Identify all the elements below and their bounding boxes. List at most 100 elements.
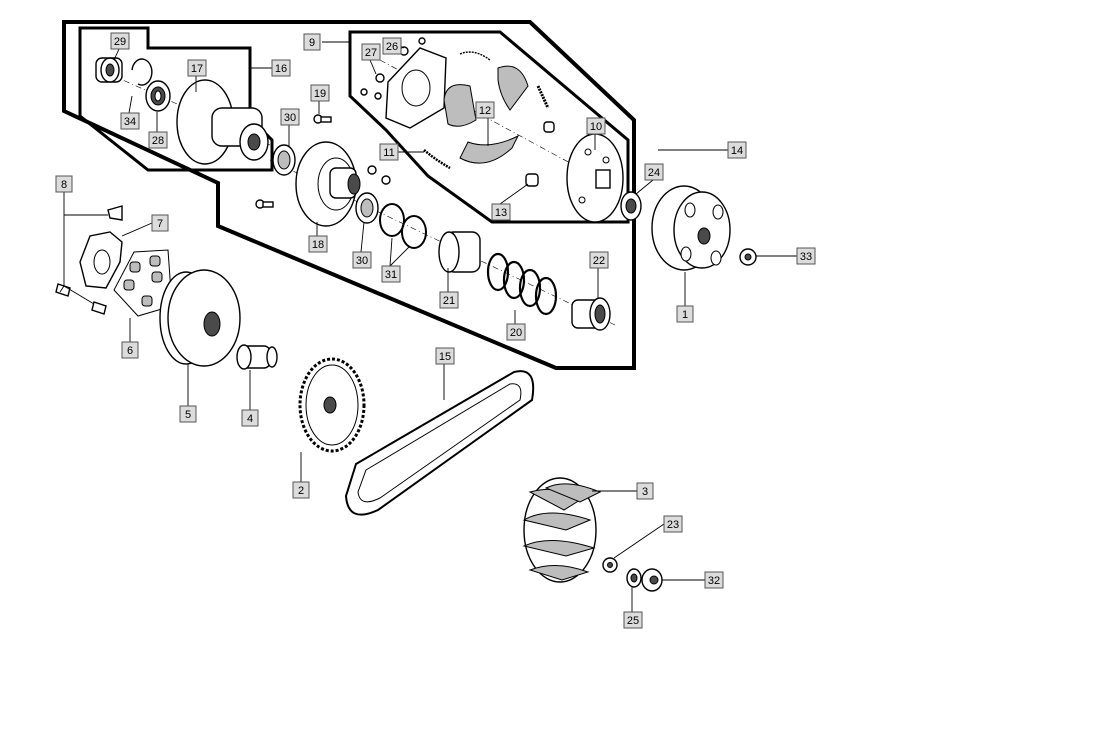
callout-box	[303, 33, 321, 51]
callout-box	[475, 101, 495, 119]
movable-driven-half-part	[295, 141, 361, 227]
leader-line	[369, 59, 377, 75]
callout-label: 28	[152, 135, 164, 147]
callout-30: 30	[352, 221, 372, 269]
rollers-part-6	[113, 249, 173, 317]
callout-box	[506, 323, 526, 341]
callout-label: 31	[385, 269, 397, 281]
callout-28: 28	[148, 112, 168, 149]
callout-13: 13	[491, 183, 529, 221]
contrast-spring-part	[486, 252, 558, 316]
leader-line	[389, 245, 411, 267]
callout-box	[148, 131, 168, 149]
callout-25: 25	[623, 586, 643, 629]
screw-part	[313, 114, 332, 124]
callout-label: 11	[383, 147, 394, 159]
callout-box	[586, 117, 606, 135]
callout-label: 23	[667, 519, 679, 531]
callout-label: 13	[495, 207, 507, 219]
callout-3: 3	[592, 482, 654, 500]
callout-box	[663, 515, 683, 533]
guide-pin-part	[255, 165, 391, 209]
callout-box	[727, 141, 747, 159]
callout-box	[676, 305, 694, 323]
callout-32: 32	[662, 571, 724, 589]
callout-20: 20	[506, 310, 526, 341]
callout-label: 22	[593, 255, 605, 267]
callout-label: 20	[510, 327, 522, 339]
cooling-fan-part	[522, 477, 602, 583]
callout-label: 5	[185, 409, 191, 421]
fixed-drive-half-part-2	[298, 357, 366, 453]
callout-label: 19	[314, 88, 326, 100]
washer-part-23	[602, 557, 618, 573]
hub-part-13	[525, 173, 539, 187]
callout-label: 3	[642, 486, 648, 498]
bearing-part	[145, 80, 171, 112]
fixed-driven-half-part	[176, 79, 269, 165]
callout-label: 17	[191, 63, 203, 75]
washer-part-26	[399, 37, 426, 56]
callout-11: 11	[379, 143, 424, 161]
leader-line	[360, 221, 365, 253]
spring-part-11	[423, 149, 451, 170]
callout-26: 26	[382, 37, 405, 55]
callout-box	[280, 108, 300, 126]
callout-label: 29	[114, 36, 126, 48]
callout-18: 18	[308, 222, 328, 253]
callout-box	[644, 163, 664, 181]
leader-line	[128, 95, 133, 114]
spring-cup-part	[571, 297, 611, 331]
callout-1: 1	[676, 272, 694, 323]
o-ring-part	[379, 203, 405, 237]
callout-box	[120, 112, 140, 130]
callout-box	[271, 59, 291, 77]
leader-line	[59, 192, 65, 293]
nut-part-27	[360, 73, 385, 100]
callout-box	[121, 341, 139, 359]
callout-label: 9	[309, 37, 315, 49]
callout-box	[352, 251, 372, 269]
callout-box	[589, 251, 609, 269]
leader-line	[389, 237, 393, 267]
leader-line	[121, 222, 153, 237]
clutch-shoes-part	[443, 65, 529, 164]
callout-label: 18	[312, 239, 324, 251]
callout-34: 34	[120, 95, 140, 130]
callout-label: 12	[479, 105, 491, 117]
callout-box	[796, 247, 816, 265]
callout-33: 33	[756, 247, 816, 265]
bushing-part	[95, 57, 123, 83]
callout-label: 8	[61, 179, 67, 191]
variator-bushing-part-4	[236, 344, 278, 370]
callout-box	[361, 43, 381, 61]
callout-label: 6	[127, 345, 133, 357]
callout-29: 29	[110, 32, 130, 61]
callout-label: 1	[682, 309, 688, 321]
callout-19: 19	[310, 84, 330, 114]
callout-9: 9	[303, 33, 350, 51]
callout-label: 10	[590, 121, 602, 133]
pin-part	[543, 121, 555, 133]
callout-30: 30	[280, 108, 300, 146]
leader-line	[113, 48, 120, 61]
clutch-assembly-outline	[62, 20, 636, 370]
sleeve-part	[438, 231, 481, 273]
callout-label: 14	[731, 145, 743, 157]
flange-nut-part-33	[739, 248, 757, 266]
shoe-spring-top-part	[459, 51, 491, 61]
leader-line	[613, 523, 665, 559]
callout-7: 7	[121, 214, 169, 237]
callout-label: 2	[298, 485, 304, 497]
callout-box	[623, 611, 643, 629]
callout-23: 23	[613, 515, 683, 559]
callout-box	[179, 405, 197, 423]
callout-box	[151, 214, 169, 232]
callout-16: 16	[250, 59, 291, 77]
callout-label: 24	[648, 167, 660, 179]
callout-15: 15	[435, 347, 455, 400]
callout-label: 7	[157, 218, 163, 230]
callout-box	[55, 175, 73, 193]
nut-part-24	[620, 191, 642, 221]
